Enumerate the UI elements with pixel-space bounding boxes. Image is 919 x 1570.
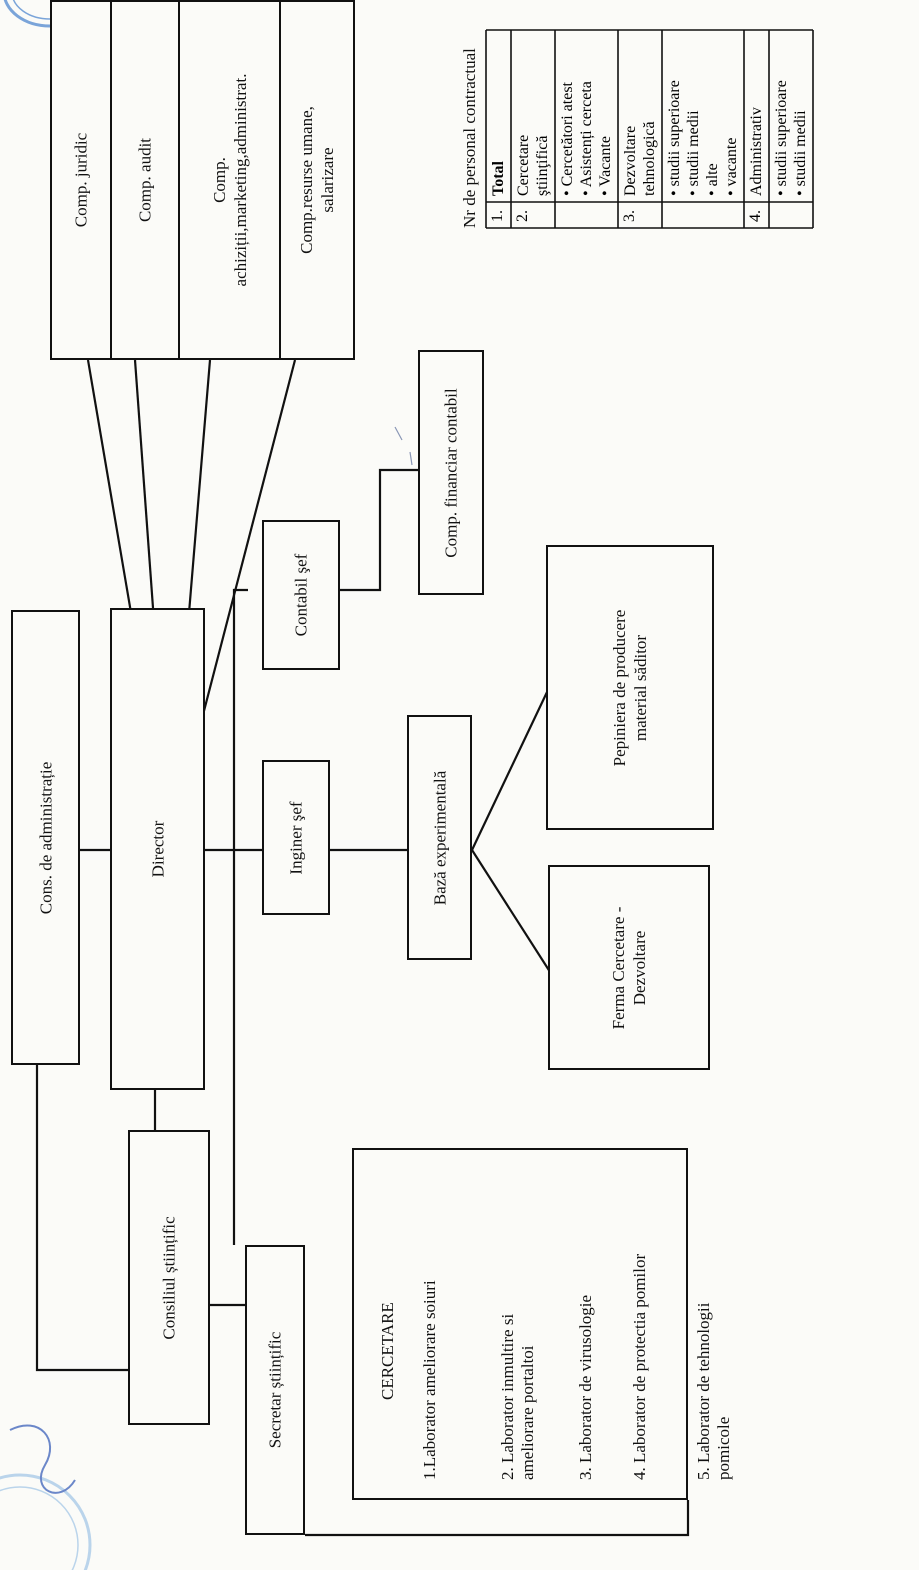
contabil-sef-box: Contabil şef bbox=[262, 520, 340, 670]
contabil-sef-label: Contabil şef bbox=[291, 553, 311, 637]
comp-achizitii-box: Comp.achiziții,marketing,administrat. bbox=[178, 0, 281, 360]
secretar-stiintific-box: Secretar științific bbox=[245, 1245, 305, 1535]
ferma-cercetare-label: Ferma Cercetare -Dezvoltare bbox=[609, 906, 649, 1029]
director-label: Director bbox=[148, 820, 167, 878]
consiliu-stiintific-label: Consiliul științific bbox=[159, 1215, 179, 1340]
comp-resurse-umane-label: Comp.resurse umane,salarizare bbox=[297, 106, 337, 254]
ferma-cercetare-box: Ferma Cercetare -Dezvoltare bbox=[548, 865, 710, 1070]
consiliu-stiintific-box: Consiliul științific bbox=[128, 1130, 210, 1425]
baza-experimentala-label: Bază experimentală bbox=[430, 770, 449, 905]
staff-table-caption: Nr de personal contractual bbox=[460, 48, 479, 228]
comp-financiar-contabil-box: Comp. financiar contabil bbox=[418, 350, 484, 595]
inginer-sef-box: Inginer şef bbox=[262, 760, 330, 915]
cons-administratie-box: Cons. de administrație bbox=[11, 610, 80, 1065]
comp-juridic-box: Comp. juridic bbox=[50, 0, 112, 360]
signature-stamp-icon bbox=[0, 1424, 92, 1570]
lab-virusologie: 3. Laborator de virusologie bbox=[576, 1294, 595, 1480]
comp-financiar-contabil-label: Comp. financiar contabil bbox=[441, 387, 461, 558]
lab-protectia-pomilor: 4. Laborator de protectia pomilor bbox=[630, 1253, 649, 1480]
comp-resurse-umane-box: Comp.resurse umane,salarizare bbox=[279, 0, 355, 360]
cercetare-title: CERCETARE bbox=[378, 1302, 397, 1400]
comp-achizitii-label: Comp.achiziții,marketing,administrat. bbox=[209, 73, 250, 287]
comp-juridic-label: Comp. juridic bbox=[71, 132, 91, 228]
lab-ameliorare-soiuri: 1.Laborator ameliorare soiuri bbox=[420, 1280, 439, 1480]
comp-audit-label: Comp. audit bbox=[135, 137, 155, 223]
baza-experimentala-box: Bază experimentală bbox=[407, 715, 472, 960]
inginer-sef-label: Inginer şef bbox=[286, 800, 306, 875]
director-box: Director bbox=[110, 608, 205, 1090]
secretar-stiintific-label: Secretar științific bbox=[265, 1331, 285, 1449]
cons-administratie-label: Cons. de administrație bbox=[36, 761, 55, 914]
cercetare-box: CERCETARE bbox=[352, 1148, 688, 1500]
comp-audit-box: Comp. audit bbox=[110, 0, 180, 360]
